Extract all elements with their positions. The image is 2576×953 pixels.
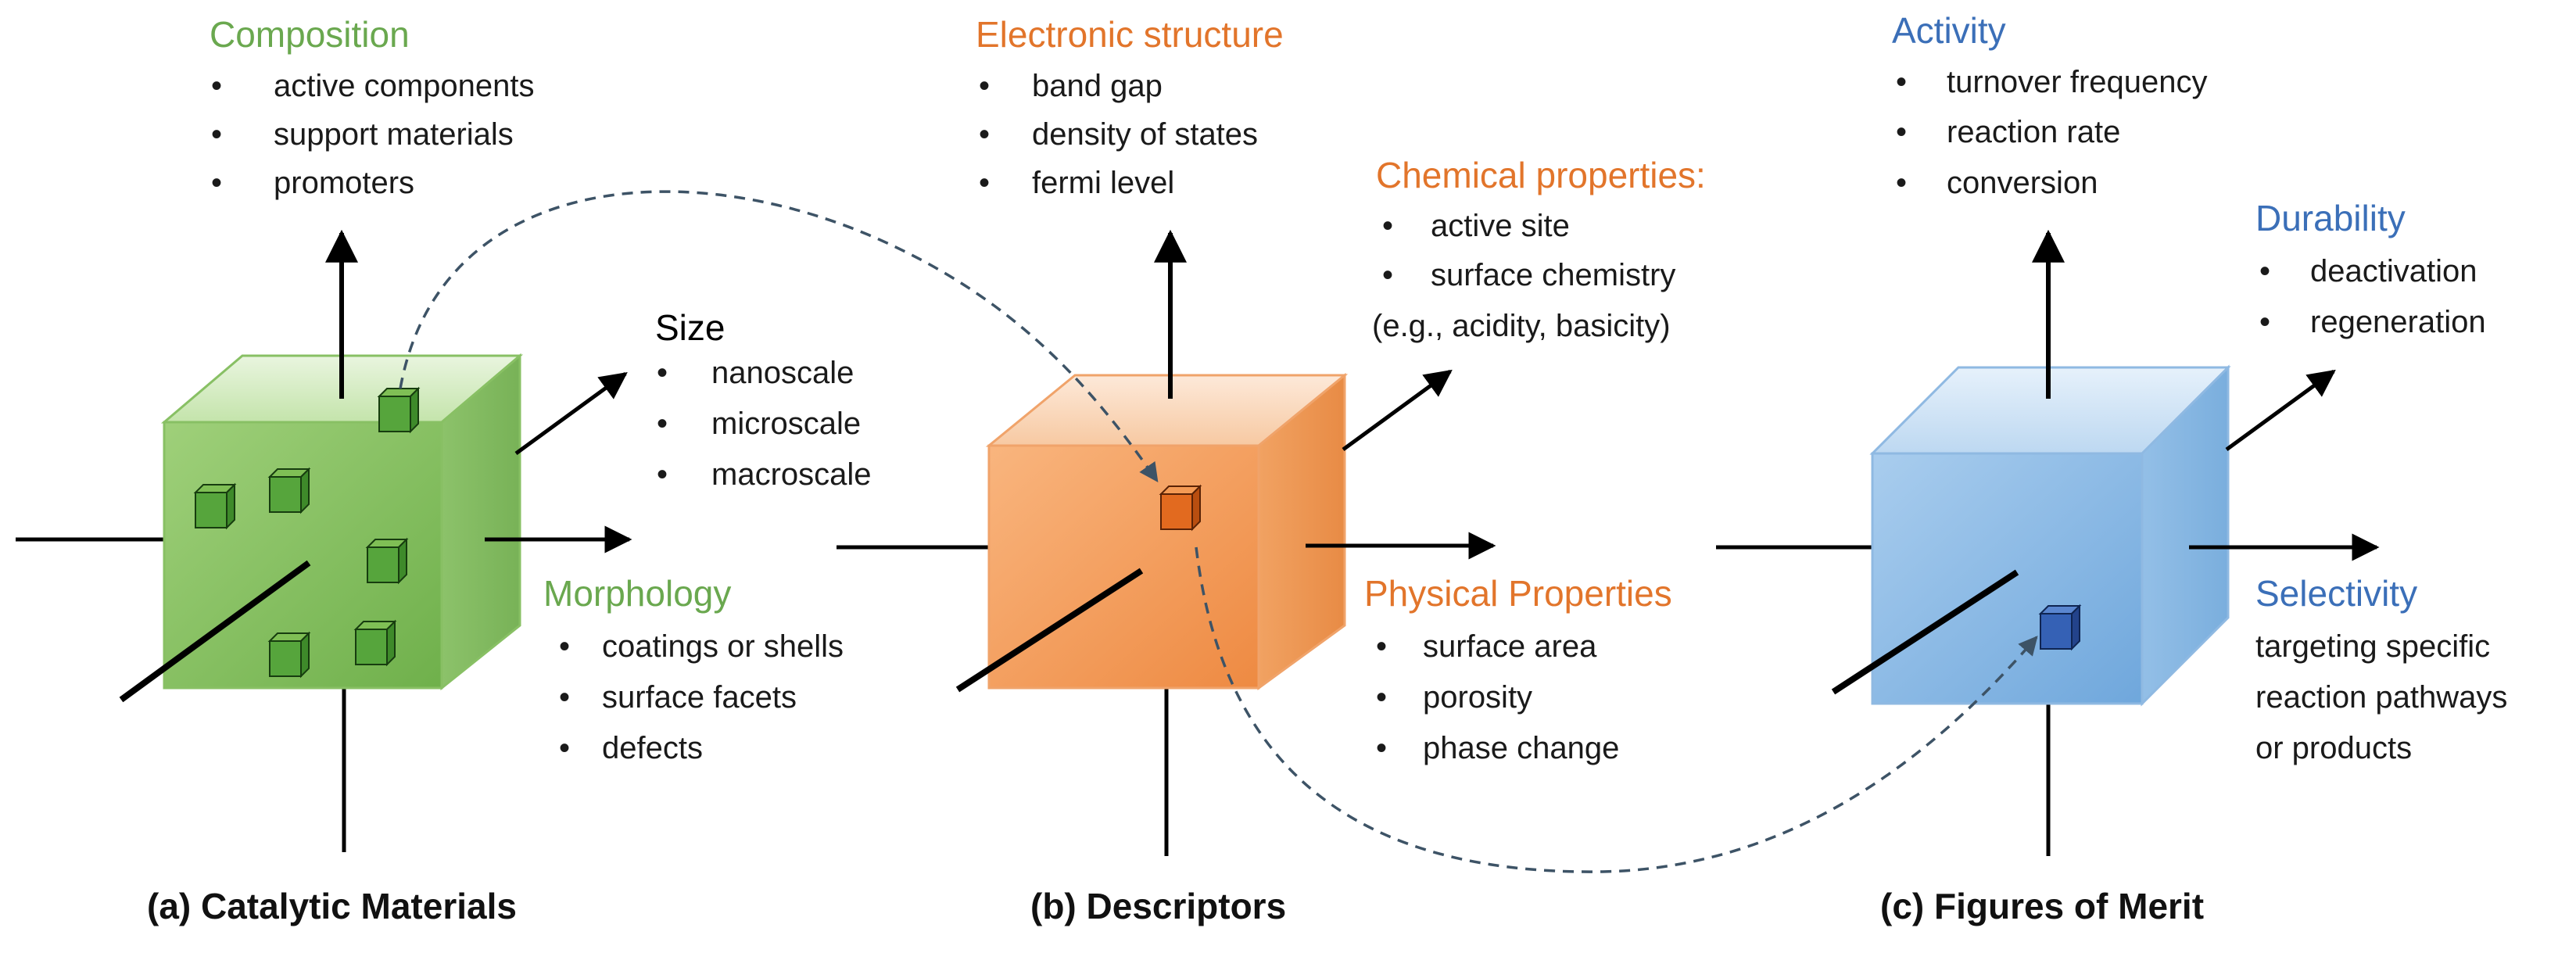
panel-descriptors: Electronic structure • band gap • densit… — [955, 14, 1706, 926]
heading-durability: Durability — [2255, 198, 2406, 238]
svg-text:•: • — [211, 69, 222, 103]
heading-chemical-properties: Chemical properties: — [1376, 155, 1706, 195]
cube-orange — [985, 372, 1349, 690]
svg-text:•: • — [211, 166, 222, 200]
panel-figures-of-merit: Activity • turnover frequency • reaction… — [1831, 10, 2507, 926]
item-reaction-rate: reaction rate — [1947, 115, 2120, 149]
svg-text:•: • — [657, 457, 668, 492]
item-surface-chemistry: surface chemistry — [1431, 258, 1675, 292]
selectivity-line-1: targeting specific — [2255, 629, 2490, 664]
dashed-arrow-b-to-c — [1195, 546, 2038, 873]
heading-selectivity: Selectivity — [2255, 573, 2417, 614]
selectivity-line-2: reaction pathways — [2255, 680, 2507, 715]
svg-text:•: • — [979, 117, 990, 152]
group-durability: Durability • deactivation • regeneration — [2255, 198, 2486, 339]
note-acidity-basicity: (e.g., acidity, basicity) — [1372, 309, 1671, 343]
item-deactivation: deactivation — [2310, 254, 2477, 288]
dashed-arrow-a-to-b — [399, 190, 1159, 483]
cube-blue — [1869, 364, 2231, 707]
svg-text:•: • — [559, 629, 570, 664]
item-nanoscale: nanoscale — [711, 356, 854, 390]
svg-text:•: • — [1896, 166, 1907, 200]
heading-electronic-structure: Electronic structure — [976, 14, 1284, 55]
caption-b: (b) Descriptors — [1030, 886, 1286, 926]
item-band-gap: band gap — [1032, 69, 1163, 103]
group-morphology: Morphology • coatings or shells • surfac… — [543, 573, 844, 765]
axis-depth-c — [1831, 569, 2019, 695]
svg-text:•: • — [1382, 209, 1393, 243]
svg-text:•: • — [979, 69, 990, 103]
svg-text:•: • — [1376, 731, 1387, 765]
axis-diagonal-c — [2225, 369, 2336, 452]
svg-text:•: • — [657, 356, 668, 390]
selectivity-line-3: or products — [2255, 731, 2412, 765]
item-macroscale: macroscale — [711, 457, 872, 492]
panel-catalytic-materials: Composition • active components • suppor… — [16, 14, 872, 926]
heading-activity: Activity — [1892, 10, 2006, 51]
small-cube-blue — [2038, 604, 2082, 651]
group-selectivity: Selectivity targeting specific reaction … — [2255, 573, 2507, 765]
item-coatings-or-shells: coatings or shells — [602, 629, 844, 664]
svg-text:•: • — [559, 680, 570, 715]
item-phase-change: phase change — [1423, 731, 1619, 765]
small-cube-orange — [1159, 484, 1202, 532]
svg-text:•: • — [1376, 680, 1387, 715]
heading-composition: Composition — [210, 14, 410, 55]
svg-text:•: • — [1896, 115, 1907, 149]
axis-diagonal-b — [1342, 369, 1453, 452]
group-composition: Composition • active components • suppor… — [210, 14, 535, 200]
small-cubes-green — [193, 386, 421, 679]
svg-text:•: • — [1376, 629, 1387, 664]
axis-depth — [119, 560, 311, 703]
group-physical-properties: Physical Properties • surface area • por… — [1364, 573, 1672, 765]
item-active-components: active components — [274, 69, 535, 103]
group-activity: Activity • turnover frequency • reaction… — [1892, 10, 2208, 200]
item-support-materials: support materials — [274, 117, 514, 152]
group-electronic-structure: Electronic structure • band gap • densit… — [976, 14, 1284, 200]
heading-physical-properties: Physical Properties — [1364, 573, 1672, 614]
item-defects: defects — [602, 731, 703, 765]
item-density-of-states: density of states — [1032, 117, 1258, 152]
svg-text:•: • — [657, 407, 668, 441]
group-size: Size • nanoscale • microscale • macrosca… — [655, 307, 872, 492]
svg-text:•: • — [559, 731, 570, 765]
group-chemical-properties: Chemical properties: • active site • sur… — [1372, 155, 1706, 343]
item-regeneration: regeneration — [2310, 305, 2486, 339]
item-surface-area: surface area — [1423, 629, 1597, 664]
heading-morphology: Morphology — [543, 573, 731, 614]
item-promoters: promoters — [274, 166, 414, 200]
item-conversion: conversion — [1947, 166, 2098, 200]
caption-c: (c) Figures of Merit — [1880, 886, 2204, 926]
svg-text:•: • — [211, 117, 222, 152]
axis-depth-b — [955, 568, 1144, 693]
svg-text:•: • — [979, 166, 990, 200]
item-porosity: porosity — [1423, 680, 1532, 715]
svg-text:•: • — [2259, 254, 2270, 288]
item-active-site: active site — [1431, 209, 1570, 243]
axis-diagonal — [514, 371, 628, 456]
item-turnover-frequency: turnover frequency — [1947, 65, 2208, 99]
item-fermi-level: fermi level — [1032, 166, 1174, 200]
svg-text:•: • — [1382, 258, 1393, 292]
item-microscale: microscale — [711, 407, 861, 441]
svg-text:•: • — [1896, 65, 1907, 99]
caption-a: (a) Catalytic Materials — [147, 886, 517, 926]
heading-size: Size — [655, 307, 725, 348]
svg-text:•: • — [2259, 305, 2270, 339]
item-surface-facets: surface facets — [602, 680, 797, 715]
